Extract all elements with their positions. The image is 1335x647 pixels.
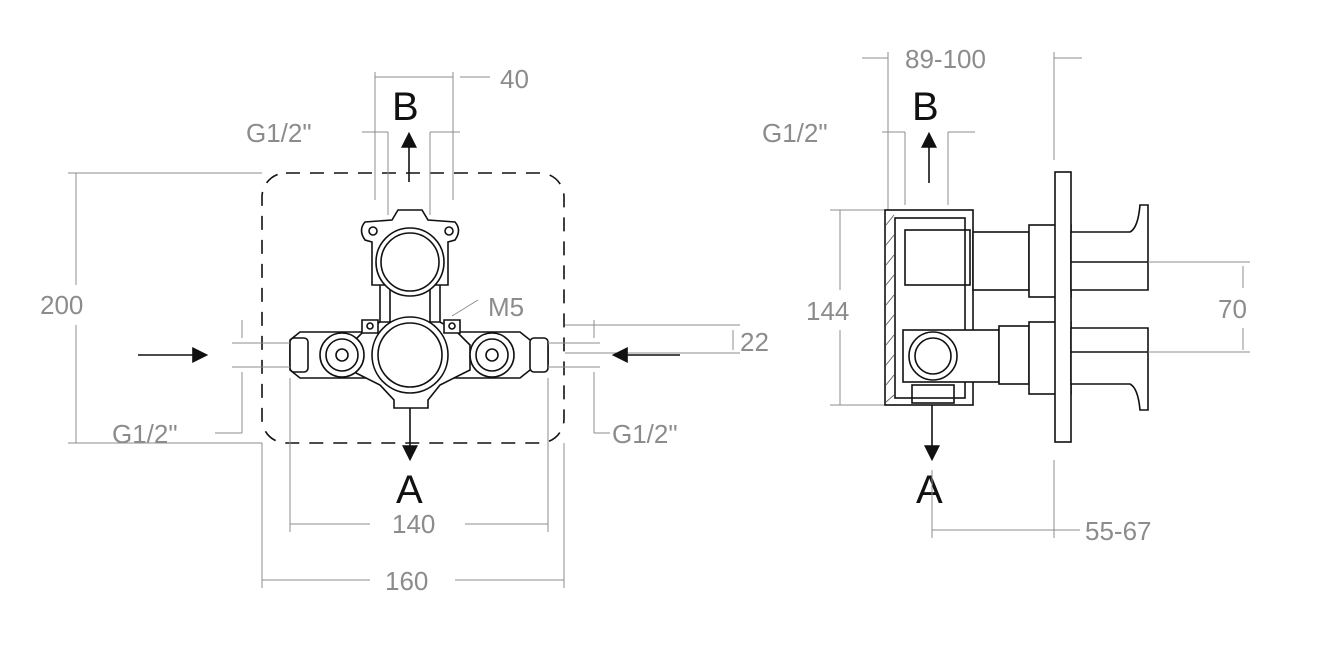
- lower-handle: [1070, 327, 1149, 411]
- top-outlet-port: [375, 227, 445, 297]
- thread-top-label: G1/2": [246, 118, 312, 148]
- dim-outer-width: 160: [385, 566, 428, 596]
- finishing-plate: [1054, 171, 1072, 443]
- thread-right-label: G1/2": [612, 419, 678, 449]
- side-thread-top-label: G1/2": [762, 118, 828, 148]
- dim-right-small: 22: [740, 327, 769, 357]
- dim-handle-spacing: 70: [1218, 294, 1247, 324]
- upper-handle: [1070, 204, 1149, 291]
- dim-bottom-range: 55-67: [1085, 516, 1152, 546]
- dim-body-height: 144: [806, 296, 849, 326]
- lower-stem: [998, 325, 1030, 385]
- cover-plate-outline: [261, 172, 565, 444]
- side-flow-label-a: A: [916, 468, 943, 512]
- side-view: 89-100 G1/2" B 144: [762, 44, 1250, 546]
- thread-left-label: G1/2": [112, 419, 178, 449]
- flow-label-a: A: [396, 468, 423, 512]
- front-view: 40 G1/2" B 200: [40, 64, 769, 596]
- dim-height: 200: [40, 290, 83, 320]
- upper-stem: [972, 231, 1030, 291]
- screw-label: M5: [488, 292, 524, 322]
- dim-depth-range: 89-100: [905, 44, 986, 74]
- side-outlet-port: [908, 331, 958, 381]
- dim-inner-width: 140: [392, 509, 435, 539]
- center-port: [371, 316, 449, 394]
- flow-label-b: B: [392, 85, 419, 129]
- dim-top-width: 40: [500, 64, 529, 94]
- side-flow-label-b: B: [912, 85, 939, 129]
